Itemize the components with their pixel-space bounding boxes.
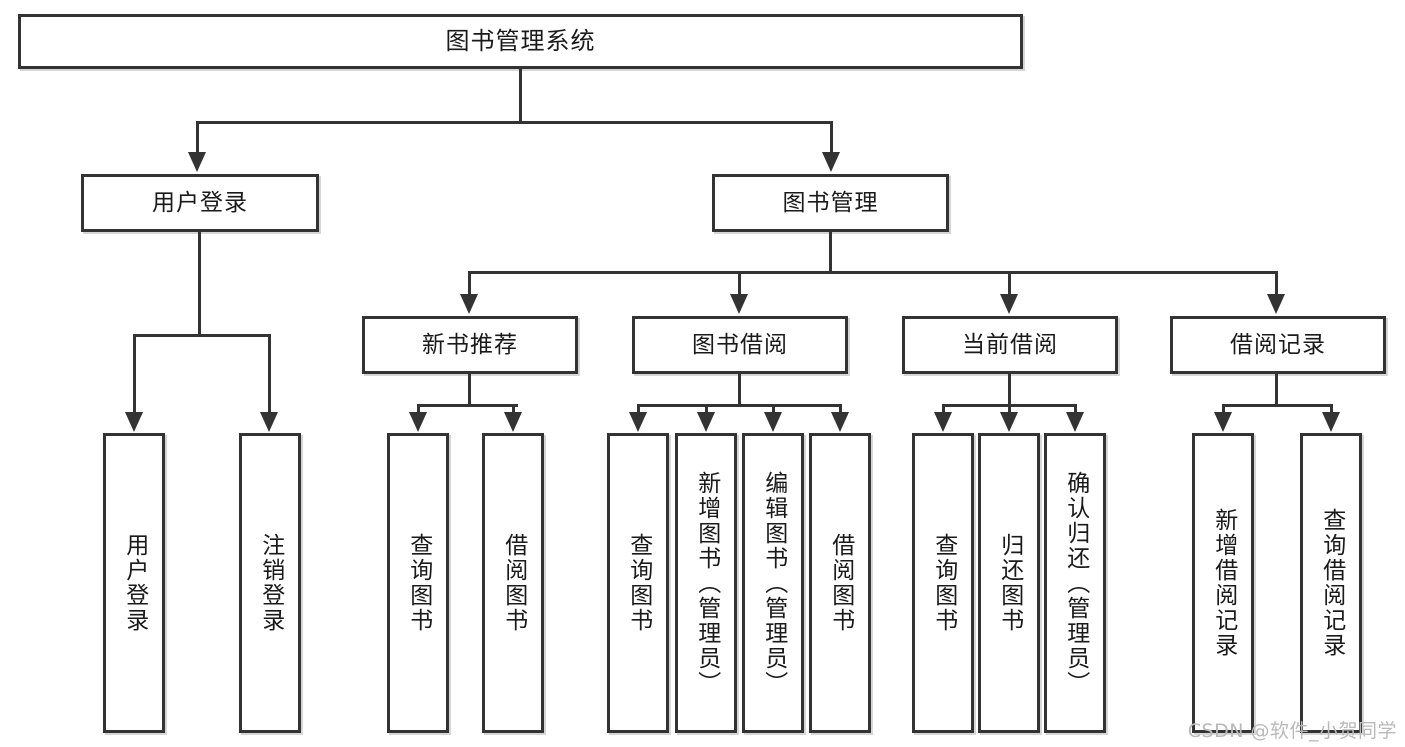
node-root-system[interactable]: 图书管理系统	[18, 14, 1023, 69]
node-label: 确认归还（管理员）	[1062, 470, 1089, 696]
node-current-borrow[interactable]: 当前借阅	[902, 316, 1118, 374]
connector-drop-leaf-query-book-3	[942, 404, 945, 415]
connector-drop-leaf-add-record	[1222, 404, 1225, 415]
node-label: 编辑图书（管理员）	[760, 470, 787, 696]
connector-drop-leaf-edit-book	[772, 404, 775, 415]
connector-drop-leaf-query-book-1	[417, 404, 420, 415]
connector-drop-leaf-user-login	[133, 334, 136, 415]
connector-drop-leaf-add-book	[705, 404, 708, 415]
connector-drop-leaf-borrow-book-2	[839, 404, 842, 415]
arrowhead-leaf-query-book-3	[934, 412, 952, 432]
connector-drop-borrow-record	[1275, 271, 1278, 297]
node-leaf-borrow-book-1[interactable]: 借阅图书	[482, 433, 544, 733]
node-label: 查询借阅记录	[1318, 508, 1345, 658]
connector-drop-leaf-query-record	[1330, 404, 1333, 415]
connector-drop-leaf-return-book	[1008, 404, 1011, 415]
node-book-manage[interactable]: 图书管理	[712, 174, 949, 232]
arrowhead-borrow-record	[1267, 294, 1285, 314]
arrowhead-leaf-query-record	[1322, 412, 1340, 432]
node-user-login[interactable]: 用户登录	[81, 174, 319, 232]
node-label: 用户登录	[121, 533, 148, 633]
connector-drop-current-borrow	[1008, 271, 1011, 297]
arrowhead-book-manage	[822, 152, 840, 172]
node-label: 查询图书	[405, 533, 432, 633]
arrowhead-leaf-confirm-return	[1066, 412, 1084, 432]
arrowhead-user-login	[188, 152, 206, 172]
connector-borrow-record-bus	[1222, 404, 1333, 407]
arrowhead-leaf-add-record	[1214, 412, 1232, 432]
node-leaf-add-book[interactable]: 新增图书（管理员）	[675, 433, 737, 733]
node-label: 用户登录	[152, 189, 248, 216]
node-leaf-user-login[interactable]: 用户登录	[103, 433, 165, 733]
node-borrow-record[interactable]: 借阅记录	[1170, 316, 1386, 374]
node-leaf-query-book-2[interactable]: 查询图书	[607, 433, 669, 733]
connector-level1-bus	[196, 121, 833, 124]
connector-new-book-recommend-bus	[417, 404, 518, 407]
node-label: 图书借阅	[692, 331, 788, 358]
node-leaf-add-record[interactable]: 新增借阅记录	[1192, 433, 1254, 733]
node-label: 新增借阅记录	[1210, 508, 1237, 658]
connector-drop-new-book-recommend	[468, 271, 471, 297]
arrowhead-leaf-return-book	[1000, 412, 1018, 432]
node-leaf-query-book-3[interactable]: 查询图书	[912, 433, 974, 733]
node-label: 查询图书	[625, 533, 652, 633]
node-label: 借阅记录	[1230, 331, 1326, 358]
connector-user-login-bus	[133, 334, 271, 337]
connector-drop-user-login	[196, 121, 199, 155]
node-label: 新增图书（管理员）	[693, 470, 720, 696]
node-leaf-query-record[interactable]: 查询借阅记录	[1300, 433, 1362, 733]
arrowhead-leaf-user-login	[125, 412, 143, 432]
node-label: 归还图书	[996, 533, 1023, 633]
connector-user-login-stem	[198, 232, 201, 336]
arrowhead-new-book-recommend	[460, 294, 478, 314]
node-leaf-return-book[interactable]: 归还图书	[978, 433, 1040, 733]
connector-borrow-record-stem	[1275, 374, 1278, 406]
node-label: 借阅图书	[500, 533, 527, 633]
arrowhead-leaf-borrow-book-1	[504, 412, 522, 432]
node-leaf-query-book-1[interactable]: 查询图书	[387, 433, 449, 733]
connector-book-borrow-stem	[738, 374, 741, 406]
connector-new-book-recommend-stem	[468, 374, 471, 406]
arrowhead-leaf-add-book	[697, 412, 715, 432]
node-leaf-confirm-return[interactable]: 确认归还（管理员）	[1044, 433, 1106, 733]
node-label: 图书管理系统	[445, 26, 596, 55]
arrowhead-book-borrow	[730, 294, 748, 314]
node-label: 当前借阅	[962, 331, 1058, 358]
node-label: 查询图书	[930, 533, 957, 633]
arrowhead-leaf-user-logout	[260, 412, 278, 432]
node-leaf-edit-book[interactable]: 编辑图书（管理员）	[742, 433, 804, 733]
node-leaf-borrow-book-2[interactable]: 借阅图书	[809, 433, 871, 733]
node-label: 借阅图书	[827, 533, 854, 633]
connector-drop-leaf-borrow-book-1	[512, 404, 515, 415]
connector-drop-leaf-user-logout	[268, 334, 271, 415]
arrowhead-current-borrow	[1000, 294, 1018, 314]
connector-book-manage-bus	[468, 271, 1278, 274]
node-label: 新书推荐	[422, 331, 518, 358]
node-leaf-user-logout[interactable]: 注销登录	[239, 433, 301, 733]
node-label: 图书管理	[782, 189, 879, 216]
node-book-borrow[interactable]: 图书借阅	[632, 316, 848, 374]
node-new-book-recommend[interactable]: 新书推荐	[362, 316, 578, 374]
connector-root-stem	[519, 69, 522, 123]
arrowhead-leaf-borrow-book-2	[831, 412, 849, 432]
arrowhead-leaf-query-book-2	[629, 412, 647, 432]
connector-drop-book-manage	[830, 121, 833, 155]
connector-current-borrow-stem	[1008, 374, 1011, 406]
arrowhead-leaf-query-book-1	[409, 412, 427, 432]
node-label: 注销登录	[257, 533, 284, 633]
connector-drop-leaf-confirm-return	[1074, 404, 1077, 415]
connector-book-borrow-bus	[637, 404, 842, 407]
connector-book-manage-stem	[829, 232, 832, 274]
arrowhead-leaf-edit-book	[764, 412, 782, 432]
connector-drop-book-borrow	[738, 271, 741, 297]
connector-drop-leaf-query-book-2	[637, 404, 640, 415]
